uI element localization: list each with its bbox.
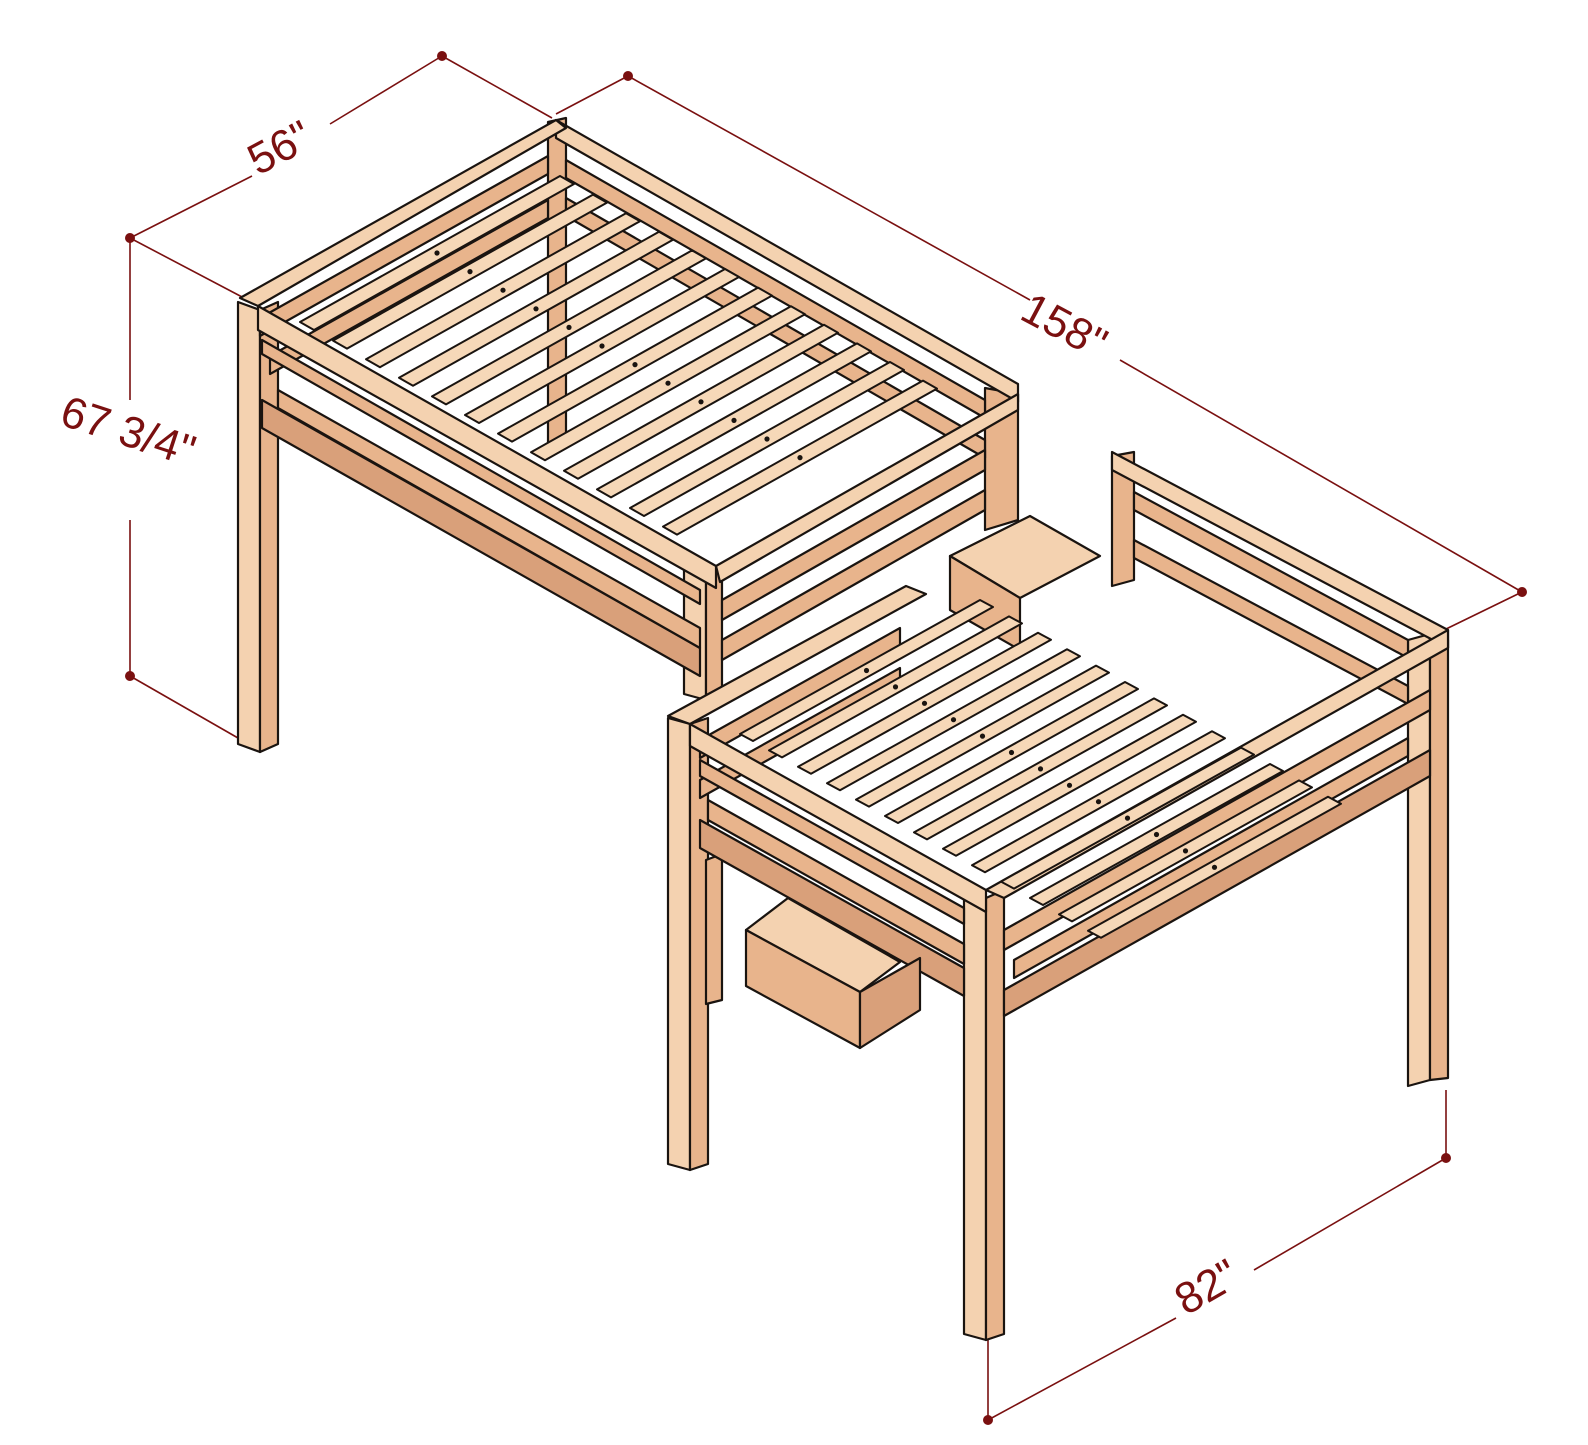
bolt <box>979 733 986 739</box>
bolt <box>467 269 473 275</box>
lower-bed <box>666 450 1450 1342</box>
length-dimension-label: 158" <box>1013 284 1115 369</box>
bolt <box>863 667 870 674</box>
bolt <box>764 436 770 442</box>
dimension-lines <box>125 51 1527 1425</box>
bolt <box>500 287 506 293</box>
storage-box-front <box>744 896 922 1050</box>
bolt <box>1124 815 1131 821</box>
bolt <box>950 717 957 723</box>
bolt <box>892 684 899 690</box>
bolt <box>1008 749 1015 756</box>
depth-dimension-label: 56" <box>240 111 320 185</box>
bolt <box>1037 766 1044 772</box>
bolt <box>599 343 605 349</box>
bolt <box>1211 864 1218 870</box>
bolt <box>632 362 638 368</box>
bolt <box>566 324 572 330</box>
bolt <box>797 455 803 461</box>
storage-box-back <box>948 514 1102 652</box>
bolt <box>731 417 737 423</box>
bolt <box>921 700 928 706</box>
bolt <box>665 380 671 386</box>
bolt <box>698 399 704 405</box>
bolt <box>434 250 440 256</box>
bolt <box>1095 799 1102 805</box>
bolt <box>1153 831 1160 838</box>
bolt <box>533 306 539 312</box>
bolt <box>1182 848 1189 854</box>
upper-bed <box>236 116 1020 754</box>
height-dimension-label: 67 3/4" <box>55 387 201 476</box>
width-dimension-label: 82" <box>1167 1250 1247 1325</box>
bolt <box>1066 782 1073 788</box>
